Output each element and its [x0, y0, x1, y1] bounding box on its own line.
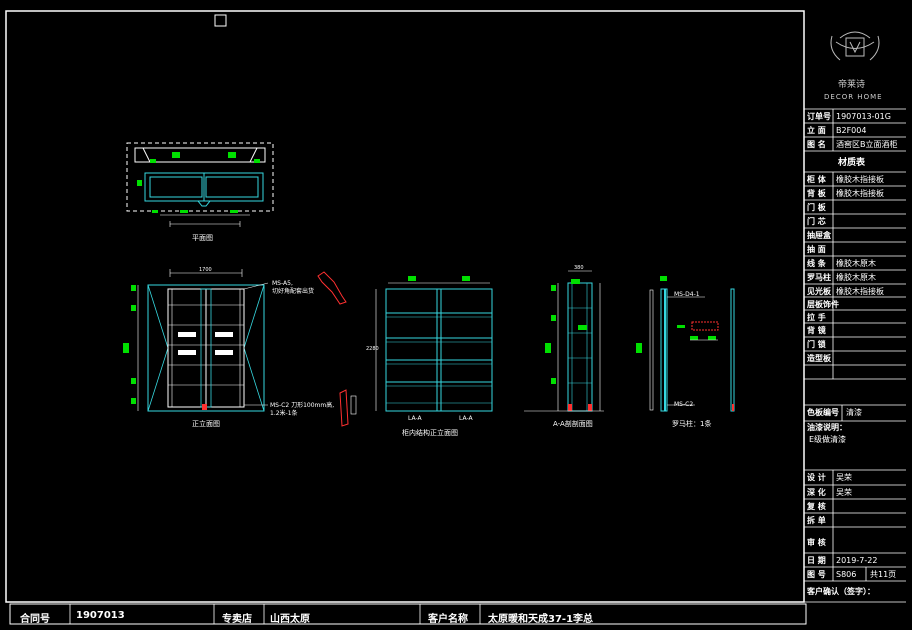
remarks-value: E级做清漆 [809, 435, 847, 444]
signoff-row-label: 深 化 [807, 488, 826, 497]
title-block-grid [804, 108, 906, 603]
material-row-label: 门 锁 [807, 340, 826, 349]
note-molding-top-1: MS-A5, [272, 280, 293, 287]
column-caption: 罗马柱：1条 [672, 420, 712, 428]
section-a-a [524, 270, 604, 412]
signoff-row-value: 吴荣 [836, 473, 852, 482]
materials-header: 材质表 [838, 158, 866, 168]
info-row-value: 酒窖区B立面酒柜 [836, 140, 898, 149]
info-row-label: 订单号 [807, 112, 831, 121]
info-row-value: B2F004 [836, 126, 867, 135]
section-mark-1: LA-A [408, 415, 422, 422]
material-row-label: 造型板 [807, 354, 831, 363]
brand-name: 帝莱诗 [838, 80, 866, 90]
molding-profile [317, 271, 357, 427]
bottom-bar-frame [9, 603, 807, 625]
date-label: 日 期 [807, 556, 826, 565]
section-width-dimension: 380 [574, 265, 584, 271]
info-row-label: 立 面 [807, 126, 826, 135]
plan-view [126, 142, 274, 227]
info-row-label: 图 名 [807, 140, 826, 149]
remarks-label: 油漆说明： [807, 423, 847, 432]
store-value: 山西太原 [270, 614, 310, 625]
note-molding-bottom-2: 1.2米-1条 [270, 410, 298, 417]
signoff-row-label: 复 核 [807, 502, 826, 511]
finish-value: 清漆 [846, 408, 862, 417]
material-row-value: 橡胶木指接板 [836, 287, 884, 296]
elevation-caption: 正立面图 [192, 420, 220, 428]
signoff-row-label: 拆 单 [807, 516, 826, 525]
brand-logo-emblem [830, 31, 880, 61]
material-row-label: 门 板 [807, 203, 826, 212]
signoff-row-label: 审 核 [807, 538, 826, 547]
inner-structure-elevation [375, 276, 493, 412]
brand-subtitle: DECOR HOME [824, 93, 883, 101]
material-row-label: 抽屉盒 [807, 231, 831, 240]
finish-label: 色板编号 [807, 408, 839, 417]
material-row-value: 橡胶木指接板 [836, 189, 884, 198]
material-row-label: 层板饰件 [807, 300, 839, 309]
material-row-label: 见光板 [807, 287, 831, 296]
material-row-label: 柜 体 [807, 175, 826, 184]
material-row-label: 背 镜 [807, 326, 826, 335]
sheet-value: S806 [836, 570, 857, 579]
material-row-value: 橡胶木原木 [836, 259, 876, 268]
material-row-label: 背 板 [807, 189, 826, 198]
note-molding-top-2: 切好角配套出货 [272, 288, 315, 295]
customer-value: 太原暖和天成37-1李总 [488, 614, 594, 625]
roman-column-detail [636, 276, 735, 412]
front-elevation [123, 269, 269, 412]
inner-height-dimension: 2280 [366, 346, 379, 352]
sheet-total: 共11页 [870, 570, 897, 579]
column-note-top: MS-D4-1 [674, 291, 700, 298]
material-row-label: 罗马柱 [807, 273, 831, 282]
note-molding-bottom-1: MS-C2 刀形100mm高, [270, 402, 335, 409]
material-row-label: 拉 手 [807, 313, 826, 322]
signoff-row-label: 设 计 [807, 473, 826, 482]
contract-label: 合同号 [20, 614, 50, 625]
outer-frame [5, 10, 805, 603]
contract-value: 1907013 [76, 610, 125, 621]
date-value: 2019-7-22 [836, 556, 878, 565]
material-row-label: 线 条 [807, 259, 826, 268]
plan-caption: 平面图 [192, 234, 213, 242]
customer-confirm: 客户确认（签字）： [807, 587, 875, 596]
bottom-bar-grid [69, 604, 481, 624]
section-caption: A-A剖剖面图 [553, 420, 593, 428]
store-label: 专卖店 [222, 614, 252, 625]
sheet-label: 图 号 [807, 570, 826, 579]
section-mark-2: LA-A [459, 415, 473, 422]
material-row-label: 抽 面 [807, 245, 826, 254]
material-row-value: 橡胶木指接板 [836, 175, 884, 184]
inner-structure-caption: 柜内结构正立面图 [402, 429, 458, 437]
width-dimension: 1700 [199, 267, 212, 273]
info-row-value: 1907013-01G [836, 112, 891, 121]
material-row-value: 橡胶木原木 [836, 273, 876, 282]
customer-label: 客户名称 [428, 614, 468, 625]
material-row-label: 门 芯 [807, 217, 826, 226]
column-note-bottom: MS-C2 [674, 401, 694, 408]
signoff-row-value: 吴荣 [836, 488, 852, 497]
viewport-marker [214, 14, 227, 27]
